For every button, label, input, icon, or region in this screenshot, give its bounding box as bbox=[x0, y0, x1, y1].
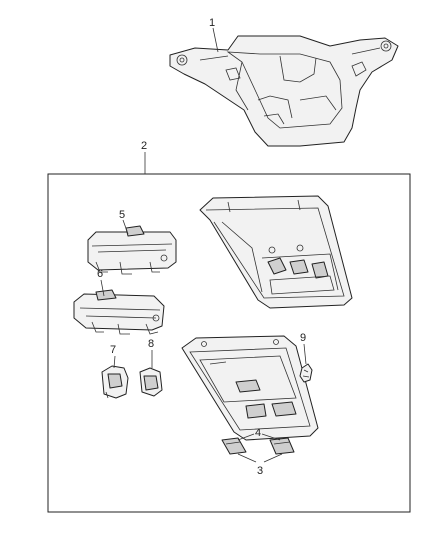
leader-1 bbox=[212, 27, 219, 53]
callout-9: 9 bbox=[300, 332, 306, 344]
overhead-console-housing bbox=[199, 195, 353, 309]
leader-3b bbox=[263, 453, 283, 463]
leader-3a bbox=[237, 453, 257, 463]
part-6-lamp-module bbox=[73, 289, 165, 335]
leader-7 bbox=[113, 355, 116, 369]
part-1-bracket bbox=[169, 35, 399, 147]
callout-4: 4 bbox=[255, 427, 261, 439]
assembly-2-frame bbox=[47, 173, 411, 513]
callout-7: 7 bbox=[110, 344, 116, 356]
callout-5: 5 bbox=[119, 209, 125, 221]
callout-1: 1 bbox=[209, 17, 215, 29]
leader-9 bbox=[303, 343, 307, 365]
leader-4b bbox=[261, 433, 281, 441]
part-3-4-lenses bbox=[221, 437, 295, 455]
leader-4a bbox=[237, 433, 255, 441]
callout-2: 2 bbox=[141, 140, 147, 152]
part-7-switch bbox=[101, 365, 129, 399]
callout-6: 6 bbox=[97, 268, 103, 280]
overhead-console-bezel bbox=[181, 335, 319, 441]
callout-8: 8 bbox=[148, 338, 154, 350]
leader-6 bbox=[100, 279, 105, 297]
part-9-clip bbox=[299, 363, 313, 383]
leader-5 bbox=[122, 219, 129, 235]
callout-3: 3 bbox=[257, 465, 263, 477]
part-8-switch bbox=[139, 367, 163, 397]
part-5-lamp-module bbox=[87, 225, 177, 275]
